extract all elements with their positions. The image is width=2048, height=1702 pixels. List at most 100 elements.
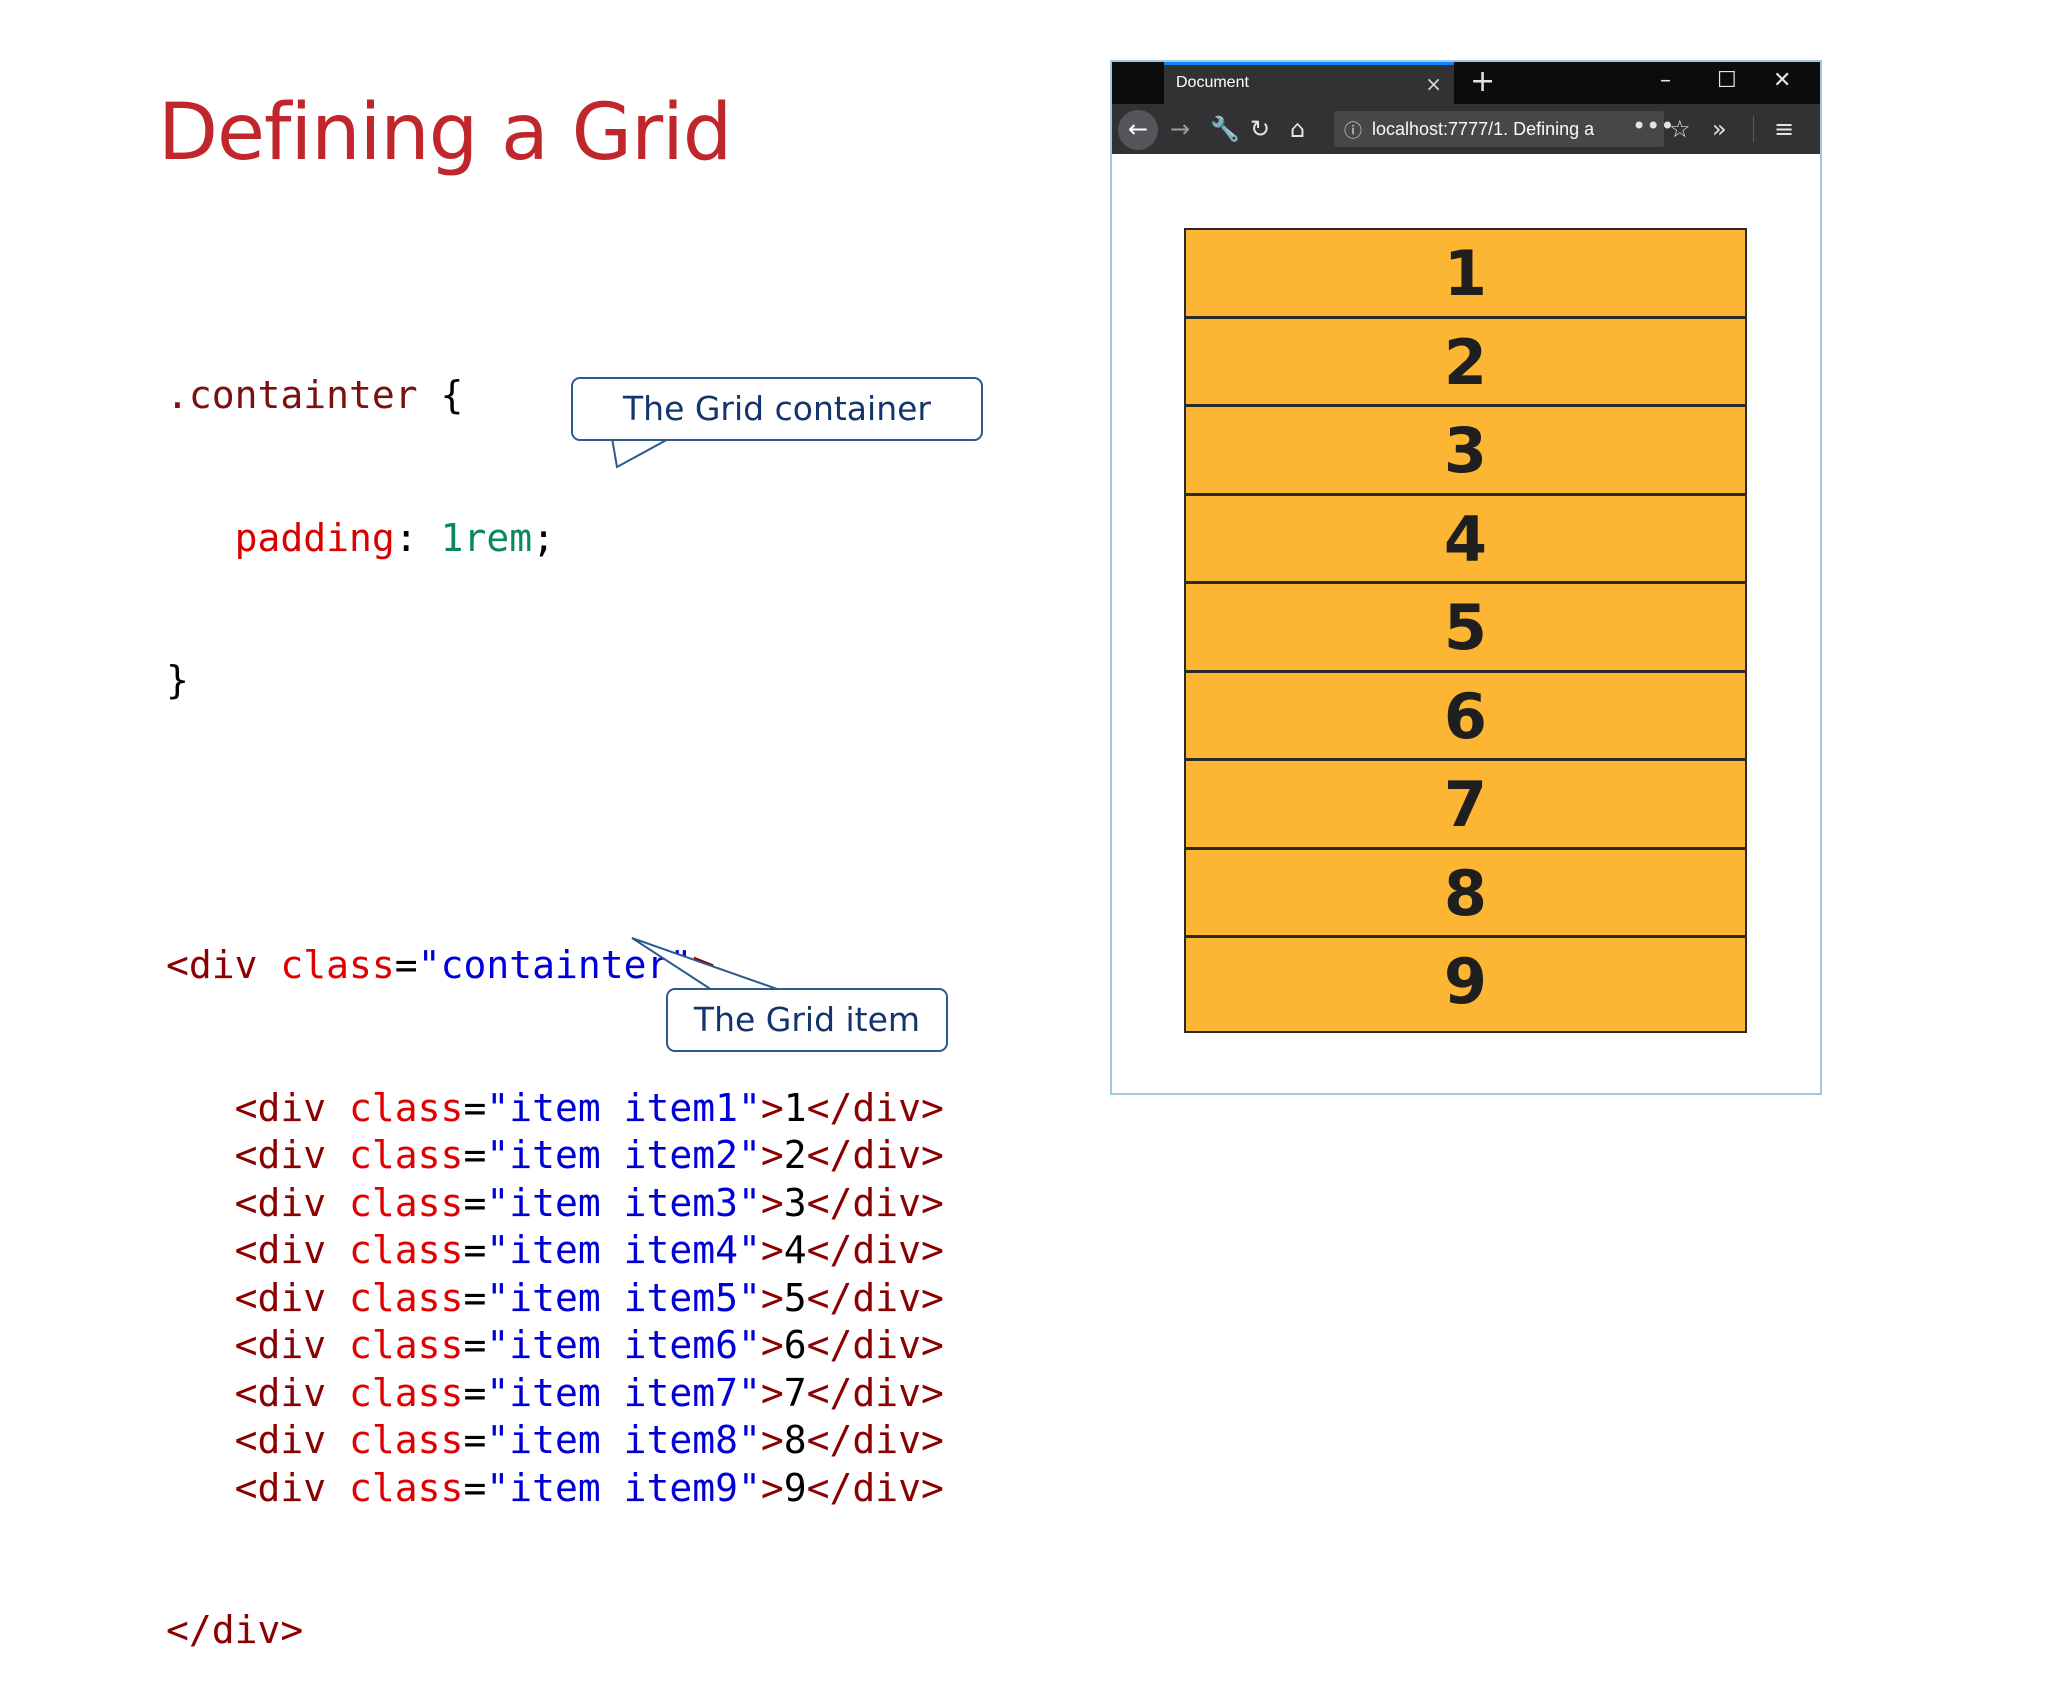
html-equals: = xyxy=(463,1323,487,1367)
url-text[interactable]: localhost:7777/1. Defining a xyxy=(1372,119,1595,139)
url-bar[interactable]: ⓘ localhost:7777/1. Defining a xyxy=(1334,111,1664,147)
html-item-text: 8 xyxy=(783,1418,807,1462)
grid-item-3: 3 xyxy=(1186,407,1745,496)
html-attr: class xyxy=(280,943,395,987)
tab-close-icon[interactable]: × xyxy=(1425,72,1442,96)
html-tag-end: > xyxy=(760,1323,784,1367)
html-equals: = xyxy=(463,1228,487,1272)
nav-bar: ← → 🔧 ↻ ⌂ ⓘ localhost:7777/1. Defining a… xyxy=(1112,104,1820,154)
html-open-tag: <div xyxy=(234,1180,327,1225)
css-property: padding xyxy=(234,515,395,560)
html-equals: = xyxy=(463,1370,487,1415)
overflow-icon[interactable]: » xyxy=(1712,115,1727,143)
tab-bar: Document × + – ☐ ✕ xyxy=(1112,62,1820,104)
html-attr: class xyxy=(349,1418,464,1462)
browser-window: Document × + – ☐ ✕ ← → 🔧 ↻ ⌂ ⓘ localhost… xyxy=(1110,60,1822,1095)
back-icon[interactable]: ← xyxy=(1118,110,1158,150)
html-open-tag: <div xyxy=(234,1465,327,1510)
html-tag-end: > xyxy=(760,1465,784,1510)
html-item-text: 4 xyxy=(783,1228,807,1272)
html-open-tag: <div xyxy=(234,1085,327,1130)
grid-item-1: 1 xyxy=(1186,230,1745,319)
window-close-icon[interactable]: ✕ xyxy=(1773,68,1792,93)
html-class-value: "item item6" xyxy=(486,1323,761,1367)
code-line-item: <div class="item item1">1</div> xyxy=(166,1085,944,1133)
html-close-tag: </div> xyxy=(166,1608,304,1652)
tab-title: Document xyxy=(1176,74,1249,91)
code-line-item: <div class="item item8">8</div> xyxy=(166,1417,944,1465)
slide-title: Defining a Grid xyxy=(158,88,732,178)
code-line-container-close: </div> xyxy=(166,1607,944,1655)
grid-item-5: 5 xyxy=(1186,584,1745,673)
callout-grid-container: The Grid container xyxy=(571,377,983,441)
html-item-text: 1 xyxy=(783,1085,807,1130)
callout-grid-item: The Grid item xyxy=(666,988,948,1052)
grid-item-7: 7 xyxy=(1186,761,1745,850)
code-line-item: <div class="item item7">7</div> xyxy=(166,1370,944,1418)
css-semicolon: ; xyxy=(532,515,555,560)
html-equals: = xyxy=(463,1085,487,1130)
info-icon[interactable]: ⓘ xyxy=(1344,121,1362,142)
reload-icon[interactable]: ↻ xyxy=(1250,115,1271,143)
html-close-tag: </div> xyxy=(806,1085,944,1130)
html-class-value: "item item3" xyxy=(486,1180,761,1225)
html-tag-end: > xyxy=(760,1180,784,1225)
star-icon[interactable]: ☆ xyxy=(1669,115,1691,143)
toolbar-divider xyxy=(1753,116,1754,142)
html-attr: class xyxy=(349,1465,464,1510)
home-icon[interactable]: ⌂ xyxy=(1290,115,1306,143)
code-line-item: <div class="item item3">3</div> xyxy=(166,1180,944,1228)
callout-tail-container xyxy=(610,436,673,469)
html-attr: class xyxy=(349,1275,464,1320)
html-close-tag: </div> xyxy=(806,1275,944,1320)
html-attr: class xyxy=(349,1323,464,1367)
grid-item-9: 9 xyxy=(1443,945,1488,1018)
html-close-tag: </div> xyxy=(806,1370,944,1415)
wrench-icon[interactable]: 🔧 xyxy=(1210,115,1240,143)
html-class-value: "item item8" xyxy=(486,1418,761,1462)
html-item-text: 7 xyxy=(783,1370,807,1415)
html-tag-end: > xyxy=(760,1085,784,1130)
html-close-tag: </div> xyxy=(806,1323,944,1367)
html-open-tag: <div xyxy=(234,1323,327,1367)
grid-item-6: 6 xyxy=(1186,673,1745,761)
menu-icon[interactable]: ≡ xyxy=(1774,115,1795,143)
html-equals: = xyxy=(463,1465,487,1510)
grid-item-4: 4 xyxy=(1186,496,1745,584)
html-item-text: 9 xyxy=(783,1465,807,1510)
html-tag-end: > xyxy=(760,1275,784,1320)
css-selector: .containter xyxy=(166,373,418,417)
grid-item-8: 8 xyxy=(1186,850,1745,938)
more-icon[interactable]: ••• xyxy=(1632,112,1675,140)
html-item-text: 6 xyxy=(783,1323,807,1367)
html-item-text: 3 xyxy=(783,1180,807,1225)
tab-document[interactable]: Document × xyxy=(1164,62,1454,104)
html-item-text: 5 xyxy=(783,1275,807,1320)
css-open-brace: { xyxy=(417,373,464,417)
grid-item-2: 2 xyxy=(1186,319,1745,407)
code-line-item: <div class="item item6">6</div> xyxy=(166,1322,944,1370)
html-class-value: "item item4" xyxy=(486,1228,761,1272)
html-open-tag: <div xyxy=(234,1275,327,1320)
html-close-tag: </div> xyxy=(806,1228,944,1272)
html-attr: class xyxy=(349,1180,464,1225)
new-tab-icon[interactable]: + xyxy=(1470,64,1496,99)
css-value: 1rem xyxy=(440,515,533,560)
forward-icon[interactable]: → xyxy=(1170,115,1191,143)
maximize-icon[interactable]: ☐ xyxy=(1717,68,1737,93)
html-open-tag: <div xyxy=(234,1228,327,1272)
html-class-value: "item item1" xyxy=(486,1085,761,1130)
code-line-item: <div class="item item9">9</div> xyxy=(166,1465,944,1513)
html-attr: class xyxy=(349,1085,464,1130)
html-equals: = xyxy=(394,943,418,987)
code-line-css-open: .containter { xyxy=(166,372,944,420)
code-line-css-close: } xyxy=(166,657,944,705)
minimize-icon[interactable]: – xyxy=(1660,68,1671,93)
css-colon: : xyxy=(394,515,441,560)
html-open-tag: <div xyxy=(234,1418,327,1462)
code-line-item: <div class="item item5">5</div> xyxy=(166,1275,944,1323)
callout-tail-item xyxy=(631,937,781,991)
html-close-tag: </div> xyxy=(806,1418,944,1462)
html-attr: class xyxy=(349,1370,464,1415)
